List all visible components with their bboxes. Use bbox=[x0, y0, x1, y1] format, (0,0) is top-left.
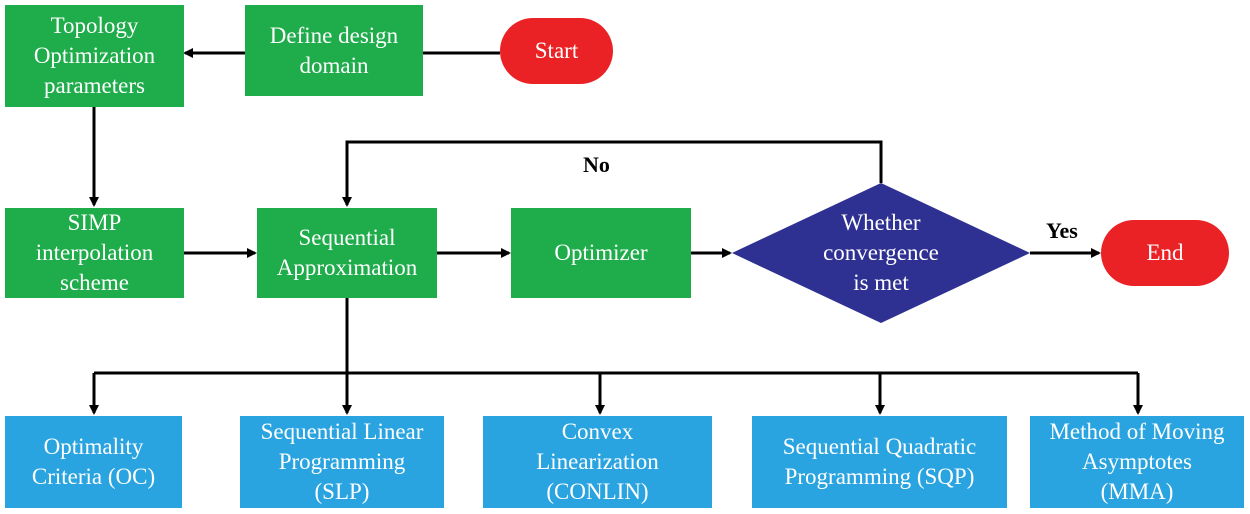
node-topology-parameters: Topology Optimization parameters bbox=[5, 5, 184, 107]
node-sqp-label: Sequential Quadratic Programming (SQP) bbox=[782, 434, 977, 489]
node-topology-label: Topology Optimization parameters bbox=[33, 13, 156, 98]
node-oc-label: Optimality Criteria (OC) bbox=[31, 434, 156, 489]
node-convergence-label: Whether convergence is met bbox=[823, 210, 939, 295]
edge-label-no: No bbox=[583, 152, 610, 177]
node-simp-scheme: SIMP interpolation scheme bbox=[5, 208, 184, 298]
node-define-design-domain: Define design domain bbox=[245, 5, 423, 96]
node-optimizer: Optimizer bbox=[511, 208, 691, 298]
edge-label-yes: Yes bbox=[1046, 218, 1078, 243]
node-sequential-quadratic-programming: Sequential Quadratic Programming (SQP) bbox=[752, 416, 1007, 508]
node-sequential-approximation: Sequential Approximation bbox=[257, 208, 437, 298]
node-convex-linearization: Convex Linearization (CONLIN) bbox=[483, 416, 712, 508]
node-mma-label: Method of Moving Asymptotes (MMA) bbox=[1049, 419, 1225, 504]
node-sequential-linear-programming: Sequential Linear Programming (SLP) bbox=[240, 416, 444, 508]
edge-no-loop bbox=[342, 140, 883, 207]
node-simp-label: SIMP interpolation scheme bbox=[35, 210, 154, 295]
node-end-label: End bbox=[1146, 240, 1184, 265]
node-end: End bbox=[1101, 220, 1229, 286]
node-start-label: Start bbox=[534, 38, 579, 63]
node-optimizer-label: Optimizer bbox=[554, 240, 648, 265]
node-sequential-label: Sequential Approximation bbox=[276, 225, 418, 280]
node-define-label: Define design domain bbox=[269, 22, 399, 78]
node-optimality-criteria: Optimality Criteria (OC) bbox=[5, 416, 182, 508]
node-method-of-moving-asymptotes: Method of Moving Asymptotes (MMA) bbox=[1030, 416, 1244, 508]
node-conlin-label: Convex Linearization (CONLIN) bbox=[536, 419, 659, 504]
node-start: Start bbox=[500, 18, 613, 84]
decision-diamond bbox=[732, 183, 1030, 323]
node-slp-label: Sequential Linear Programming (SLP) bbox=[260, 419, 424, 504]
